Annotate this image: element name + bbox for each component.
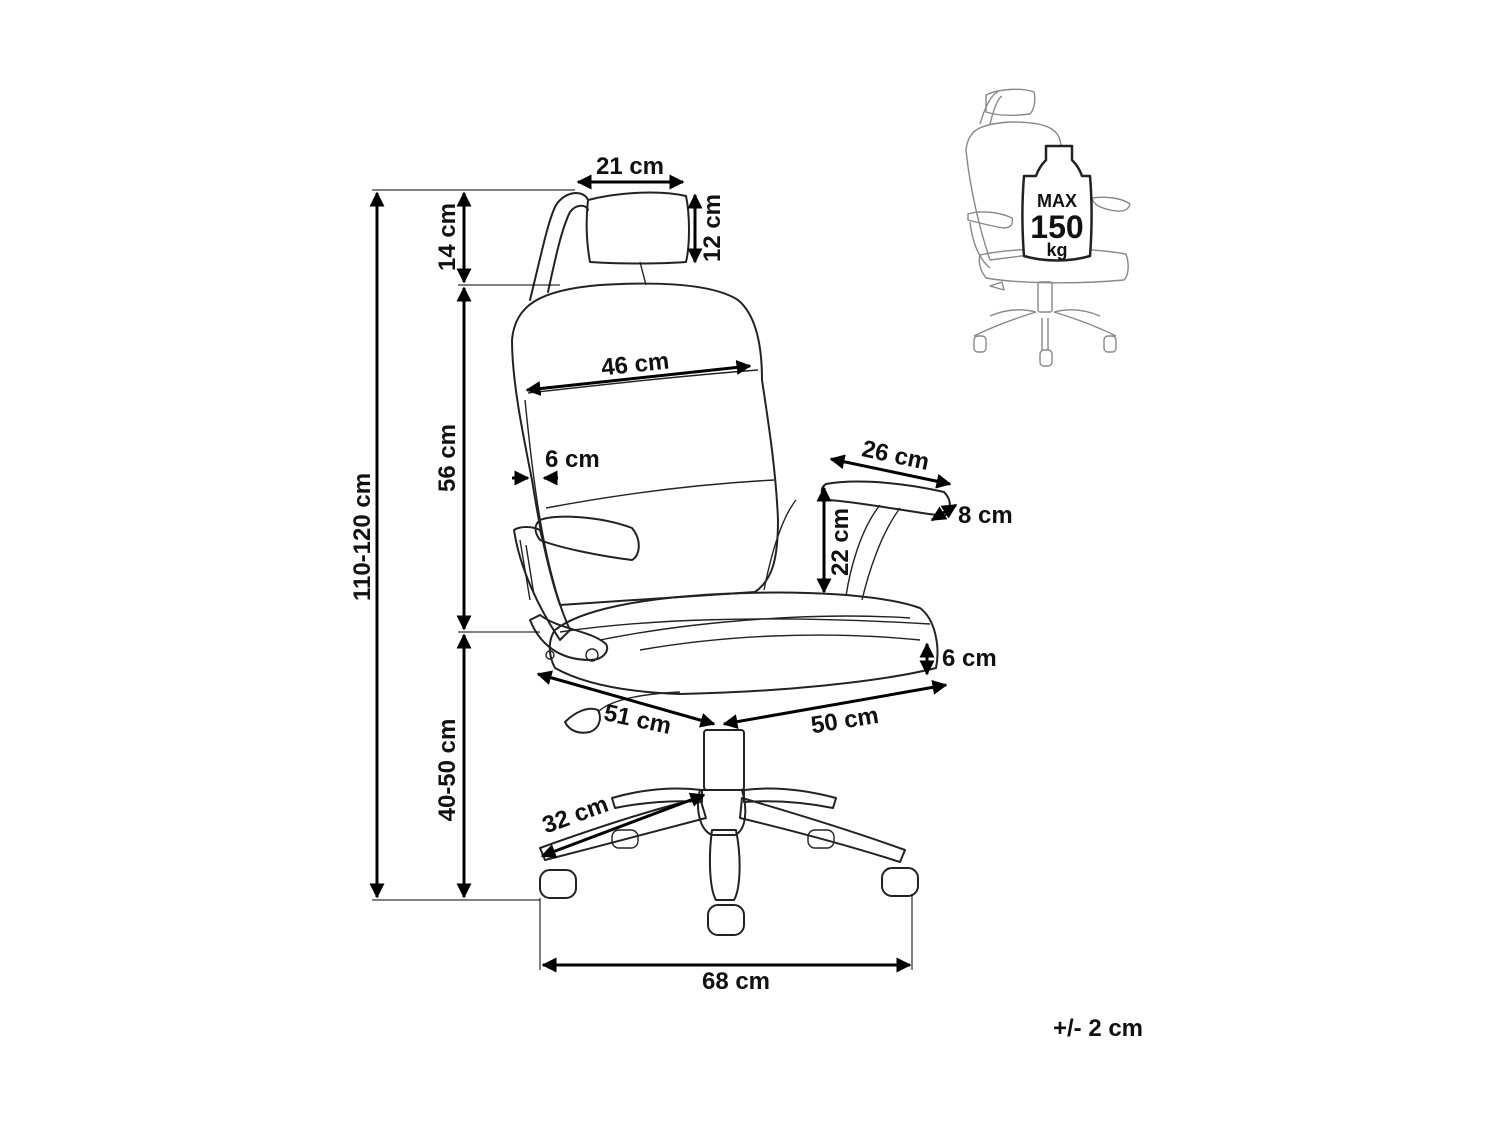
left-arm-support [513, 526, 571, 641]
backrest-width-arrow [525, 359, 752, 397]
seat-cushion [548, 591, 939, 695]
dimension-arrows [369, 174, 958, 973]
base-leg-arrow [540, 792, 706, 859]
backrest-height-label: 56 cm [434, 424, 461, 492]
armrest-height-label: 22 cm [827, 508, 854, 576]
armrest-length-label: 26 cm [859, 435, 931, 476]
headrest-frame [529, 192, 589, 301]
total-height-label: 110-120 cm [349, 473, 376, 601]
headrest-cushion [585, 191, 690, 265]
seat-height-label: 40-50 cm [434, 719, 461, 822]
height-lever [564, 707, 601, 734]
weight-capacity-illustration: MAX 150 kg [965, 88, 1131, 367]
seat-depth-arrow [536, 670, 716, 728]
seat-width-arrow [722, 679, 948, 730]
base-width-label: 68 cm [702, 968, 770, 995]
armrest-length-arrow [829, 454, 952, 489]
weight-value-text: 150 [1030, 209, 1083, 245]
left-armrest [534, 515, 640, 561]
weight-icon [1021, 144, 1093, 262]
backrest-thickness-label: 6 cm [545, 446, 600, 473]
seat-depth-label: 51 cm [601, 699, 673, 740]
weight-unit-text: kg [1046, 240, 1067, 260]
gas-cylinder [703, 729, 745, 791]
headrest-depth-label: 14 cm [434, 203, 461, 271]
headrest-height-label: 12 cm [699, 194, 726, 262]
armrest-width-label: 8 cm [958, 502, 1013, 529]
backrest [511, 282, 779, 606]
seat-thickness-label: 6 cm [942, 645, 997, 672]
headrest-width-label: 21 cm [596, 153, 664, 180]
weight-max-text: MAX [1037, 191, 1077, 211]
tolerance-note: +/- 2 cm [1053, 1015, 1143, 1042]
dimension-labels: 21 cm 14 cm 12 cm 46 cm 6 cm 56 cm 110-1… [349, 153, 1143, 1042]
base-leg-label: 32 cm [539, 791, 612, 840]
armrest-width-arrow [930, 503, 958, 522]
extension-lines [372, 189, 913, 970]
